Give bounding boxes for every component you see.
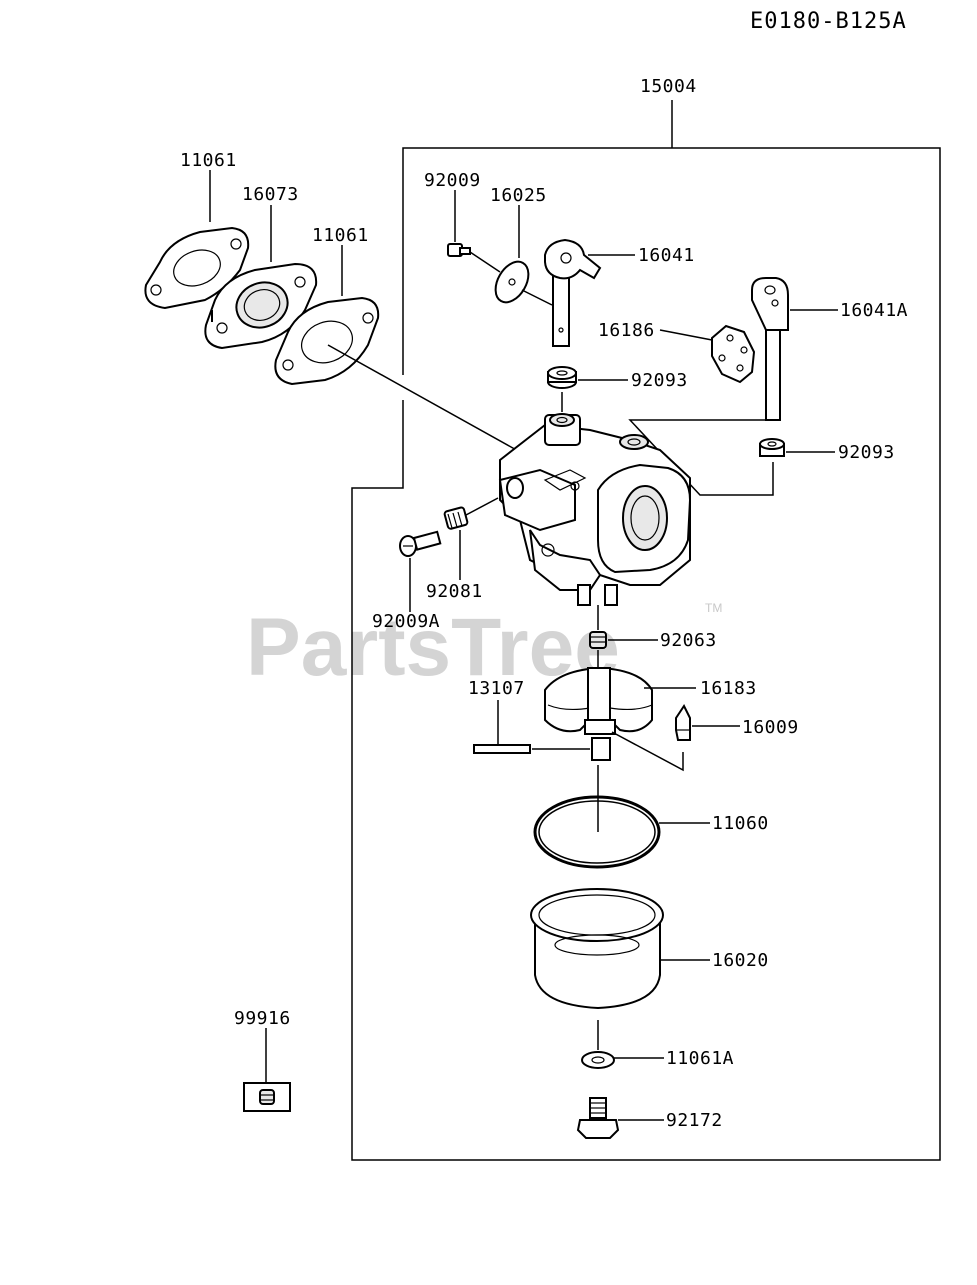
label-16020[interactable]: 16020 (712, 950, 769, 971)
label-92093-left[interactable]: 92093 (631, 370, 688, 391)
label-16025[interactable]: 16025 (490, 185, 547, 206)
washer-92093-right (759, 438, 785, 457)
needle-16009 (675, 704, 691, 741)
plate-16025 (494, 260, 530, 304)
watermark-trademark: TM (705, 601, 722, 615)
label-11061-right[interactable]: 11061 (312, 225, 369, 246)
label-92009A[interactable]: 92009A (372, 611, 440, 632)
shaft-16041 (544, 238, 602, 347)
jet-92063 (589, 631, 607, 649)
label-16041[interactable]: 16041 (638, 245, 695, 266)
oring-11060 (533, 795, 661, 869)
label-16186[interactable]: 16186 (598, 320, 655, 341)
label-16009[interactable]: 16009 (742, 717, 799, 738)
label-16041A[interactable]: 16041A (840, 300, 908, 321)
spring-92081 (443, 506, 469, 530)
kit-99916 (243, 1082, 291, 1112)
label-92009[interactable]: 92009 (424, 170, 481, 191)
bolt-92172 (576, 1097, 620, 1139)
label-99916[interactable]: 99916 (234, 1008, 291, 1029)
label-13107[interactable]: 13107 (468, 678, 525, 699)
label-92093-right[interactable]: 92093 (838, 442, 895, 463)
label-92063[interactable]: 92063 (660, 630, 717, 651)
bowl-16020 (530, 888, 664, 1010)
label-92172[interactable]: 92172 (666, 1110, 723, 1131)
carburetor-body (498, 413, 692, 606)
label-16183[interactable]: 16183 (700, 678, 757, 699)
gasket-11061-right (274, 296, 380, 386)
float-16183 (544, 666, 653, 761)
assembly-boundary (351, 100, 941, 1161)
plate-16186 (711, 324, 756, 384)
label-92081[interactable]: 92081 (426, 581, 483, 602)
washer-11061A (581, 1051, 615, 1069)
label-11060[interactable]: 11060 (712, 813, 769, 834)
screw-92009 (447, 243, 471, 257)
washer-92093-left (547, 366, 577, 389)
diagram-code: E0180-B125A (750, 9, 907, 34)
spacer-16073 (204, 262, 318, 350)
label-15004[interactable]: 15004 (640, 76, 697, 97)
label-11061A[interactable]: 11061A (666, 1048, 734, 1069)
pin-13107 (473, 744, 531, 754)
screw-92009A (399, 530, 442, 557)
label-11061-left[interactable]: 11061 (180, 150, 237, 171)
label-16073[interactable]: 16073 (242, 184, 299, 205)
shaft-16041A (751, 277, 789, 421)
